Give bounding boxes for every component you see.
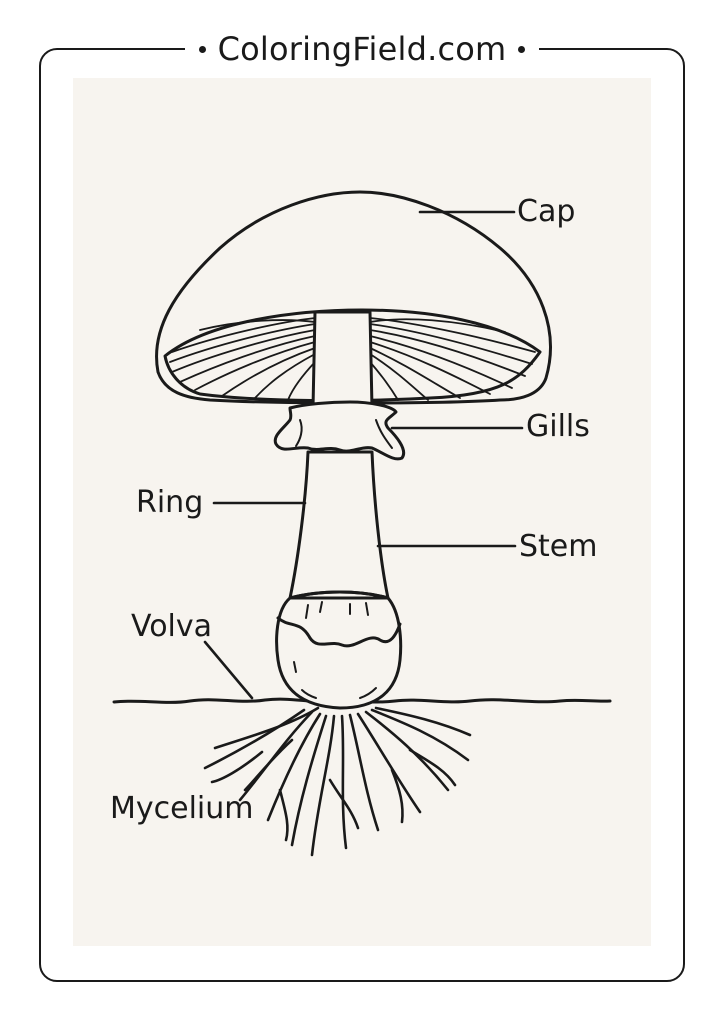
left-dot-icon xyxy=(198,45,206,53)
stem-shape xyxy=(288,450,390,600)
header-inner: ColoringField.com xyxy=(184,26,540,72)
stem-top xyxy=(311,310,374,410)
right-dot-icon xyxy=(518,45,526,53)
header: ColoringField.com xyxy=(0,26,724,72)
volva-shape xyxy=(275,596,403,710)
leader-lines xyxy=(203,210,524,700)
label-cap: Cap xyxy=(517,194,575,229)
volva-leader xyxy=(203,640,254,700)
label-volva: Volva xyxy=(131,609,212,644)
site-title: ColoringField.com xyxy=(217,30,507,68)
mycelium-roots xyxy=(203,706,472,857)
label-gills: Gills xyxy=(526,409,590,444)
label-ring: Ring xyxy=(136,485,203,520)
volva-rim xyxy=(276,616,402,648)
label-mycelium: Mycelium xyxy=(110,791,254,826)
gill-lines xyxy=(169,317,536,401)
ring-shape xyxy=(273,400,405,461)
label-stem: Stem xyxy=(519,529,598,564)
